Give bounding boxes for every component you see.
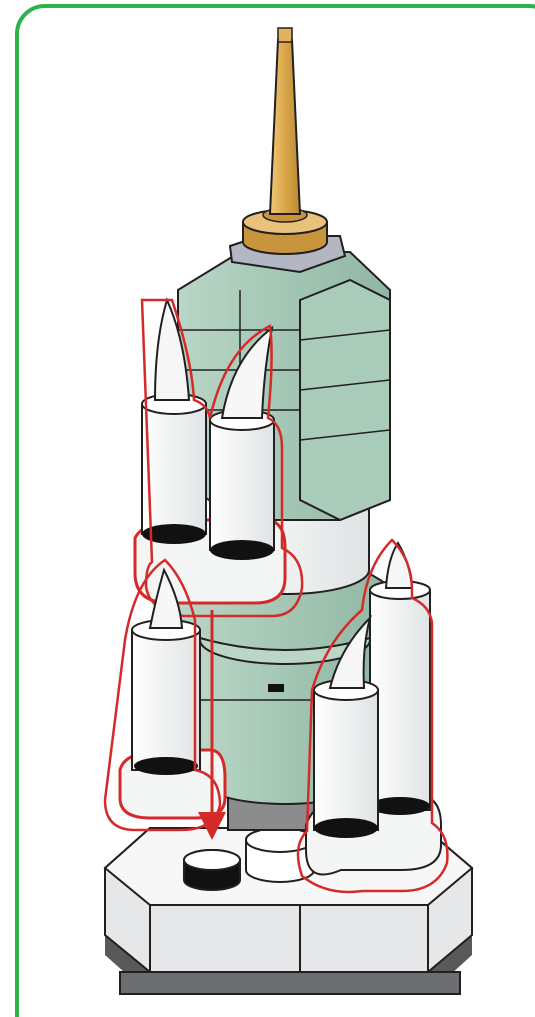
instruction-illustration <box>0 0 535 1017</box>
